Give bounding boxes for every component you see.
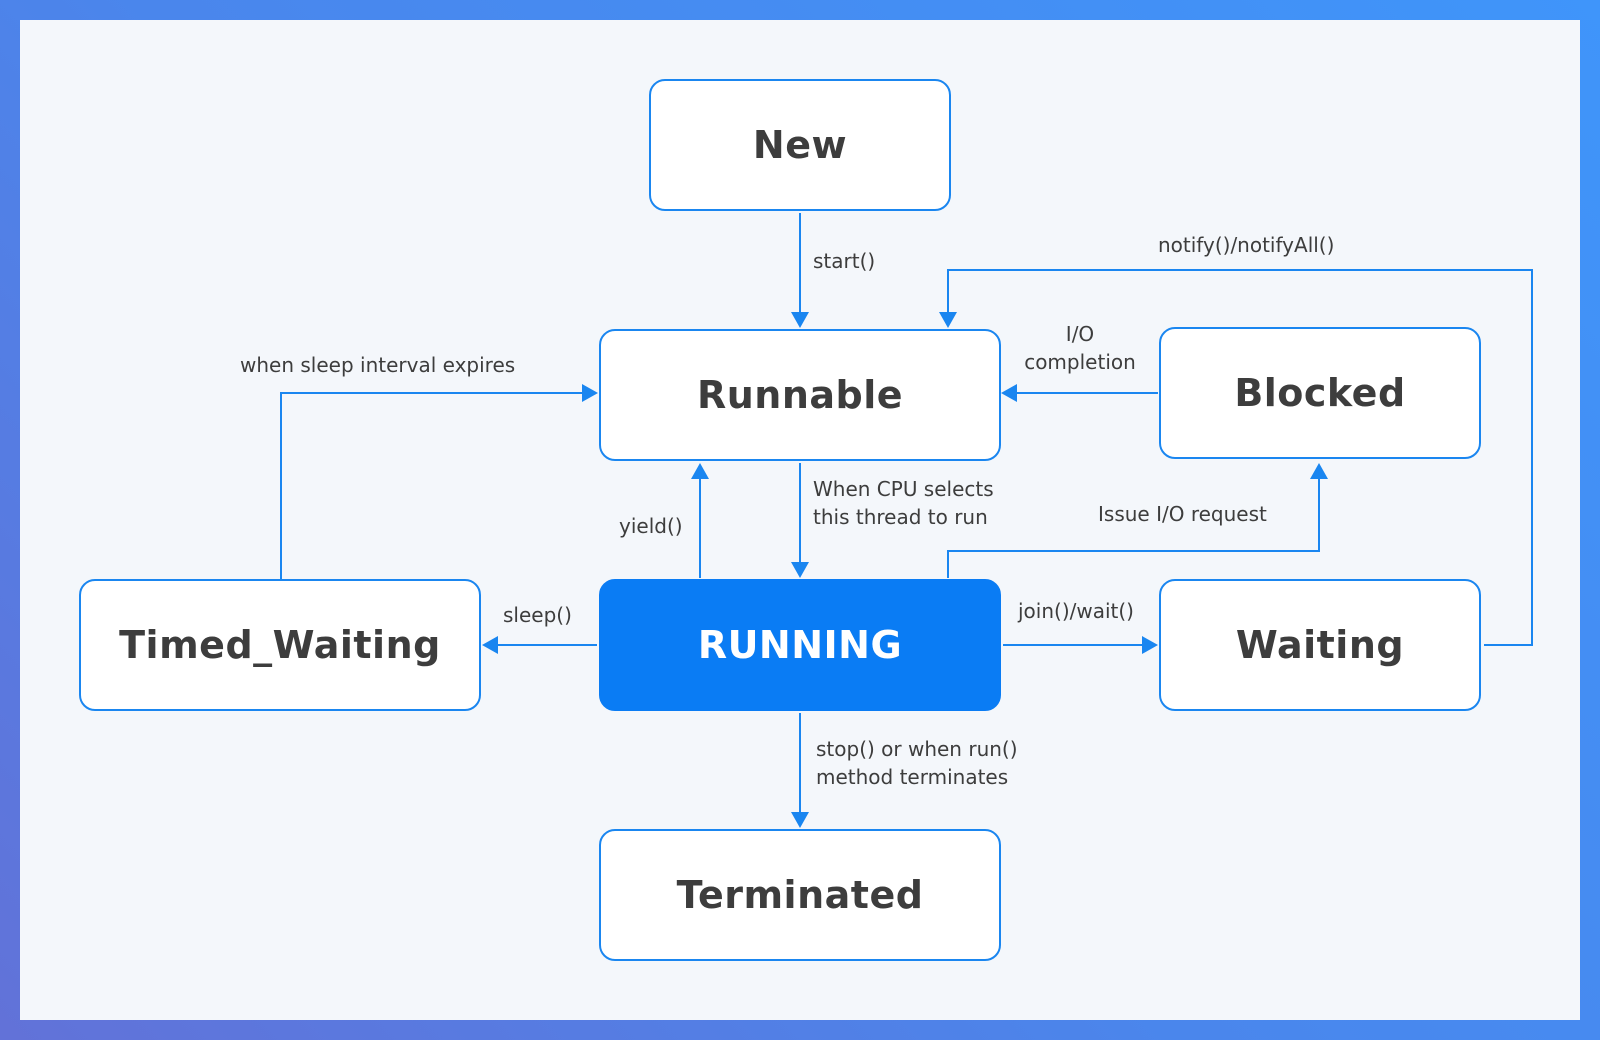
arrow-notify	[939, 269, 1533, 646]
arrow-sleep-expires	[280, 384, 598, 579]
label-cpu-selects: When CPU selects this thread to run	[813, 475, 994, 531]
arrow-join-wait	[1003, 636, 1158, 654]
state-timed-waiting: Timed_Waiting	[79, 579, 481, 711]
label-io-completion-line2: completion	[1024, 350, 1136, 374]
label-yield: yield()	[619, 514, 683, 538]
label-sleep-expires: when sleep interval expires	[240, 353, 516, 377]
label-sleep: sleep()	[503, 603, 572, 627]
label-io-completion: I/O completion	[1015, 320, 1145, 376]
arrow-issue-io	[947, 463, 1328, 578]
arrow-io-completion	[1001, 384, 1158, 402]
state-blocked: Blocked	[1159, 327, 1481, 459]
label-cpu-selects-line1: When CPU selects	[813, 477, 994, 501]
state-running: RUNNING	[599, 579, 1001, 711]
label-stop: stop() or when run() method terminates	[816, 735, 1018, 791]
label-io-completion-line1: I/O	[1065, 322, 1095, 346]
label-notify: notify()/notifyAll()	[1158, 233, 1335, 257]
label-cpu-selects-line2: this thread to run	[813, 505, 988, 529]
state-runnable: Runnable	[599, 329, 1001, 461]
state-terminated: Terminated	[599, 829, 1001, 961]
label-issue-io: Issue I/O request	[1098, 502, 1267, 526]
label-start: start()	[813, 249, 876, 273]
arrow-sleep	[482, 636, 597, 654]
label-stop-line2: method terminates	[816, 765, 1009, 789]
arrow-yield	[691, 463, 709, 578]
label-join-wait: join()/wait()	[1018, 599, 1134, 623]
state-waiting: Waiting	[1159, 579, 1481, 711]
state-new: New	[649, 79, 951, 211]
label-stop-line1: stop() or when run()	[816, 737, 1018, 761]
arrow-stop	[791, 713, 809, 828]
arrow-cpu-selects	[791, 463, 809, 578]
arrow-start	[791, 213, 809, 328]
